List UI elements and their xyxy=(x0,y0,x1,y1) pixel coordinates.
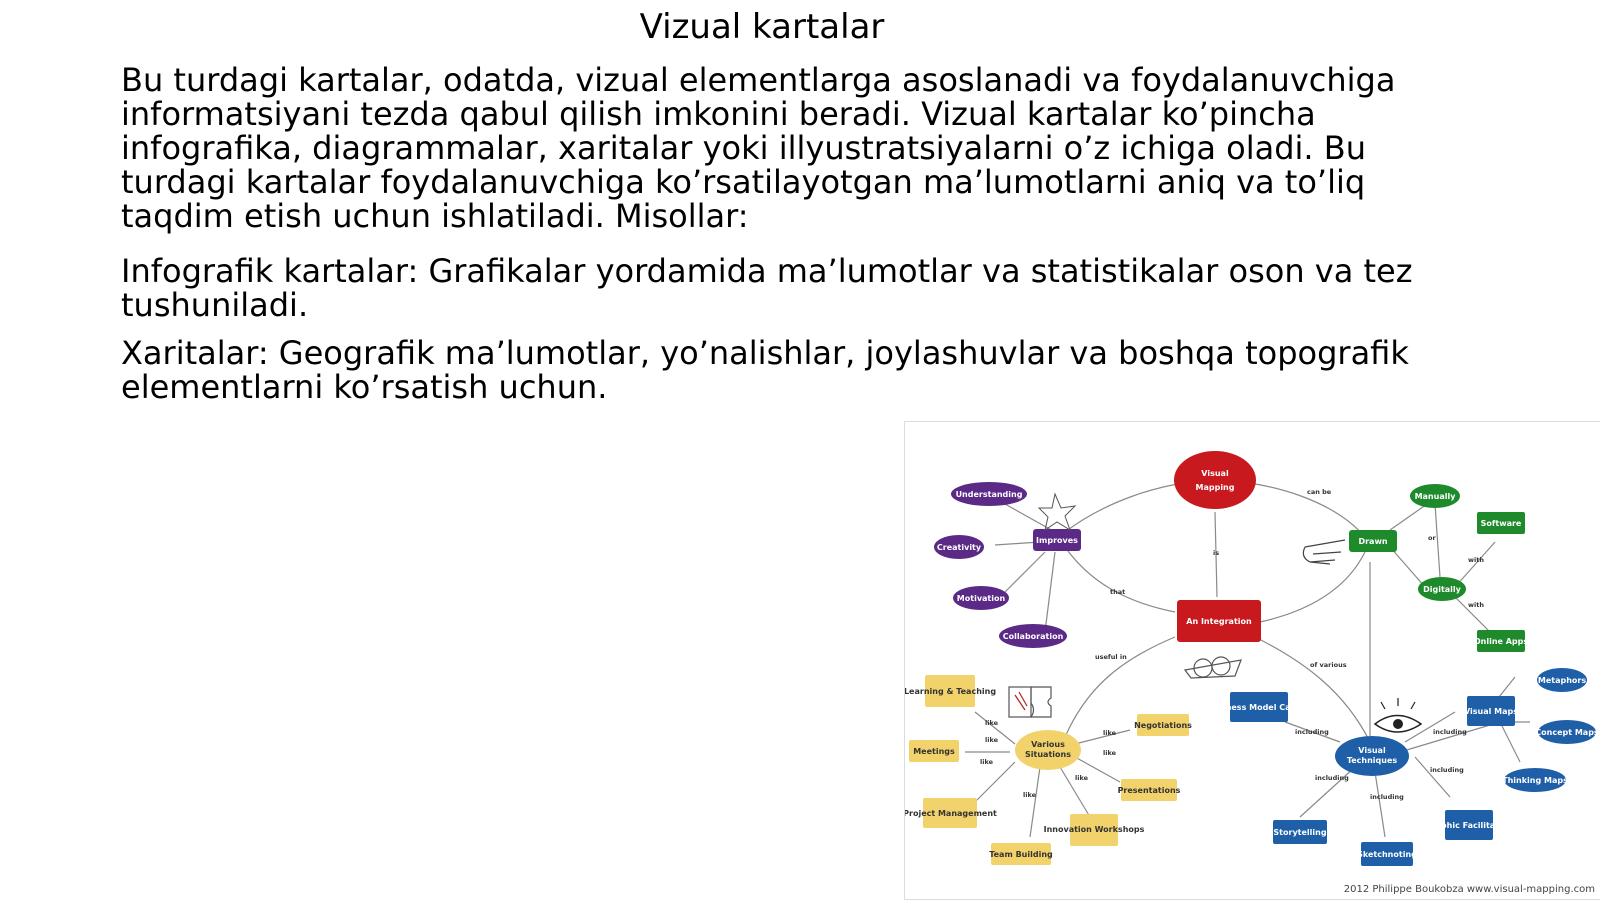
star-doodle-icon xyxy=(1037,492,1077,532)
svg-text:Business Model Canvas: Business Model Canvas xyxy=(1206,703,1311,712)
negotiations-node: Negotiations xyxy=(1134,714,1192,736)
link-labels: can be is or with with that useful in of… xyxy=(980,488,1484,801)
svg-text:Presentations: Presentations xyxy=(1118,786,1181,795)
business-model-canvas-node: Business Model Canvas xyxy=(1206,692,1312,722)
svg-text:Graphic Facilitation: Graphic Facilitation xyxy=(1425,821,1513,830)
svg-text:Sketchnoting: Sketchnoting xyxy=(1357,850,1417,859)
graphic-facilitation-node: Graphic Facilitation xyxy=(1425,810,1513,840)
svg-text:Thinking Maps: Thinking Maps xyxy=(1502,776,1568,785)
learning-teaching-node: Learning & Teaching xyxy=(905,675,996,707)
improves-node: Improves xyxy=(1033,529,1081,551)
link-label-like-2: like xyxy=(985,736,999,744)
svg-text:Metaphors: Metaphors xyxy=(1538,676,1586,685)
svg-text:Digitally: Digitally xyxy=(1423,585,1462,594)
svg-text:Drawn: Drawn xyxy=(1358,537,1387,546)
drawn-node: Drawn xyxy=(1349,530,1397,552)
integration-node: An Integration xyxy=(1177,600,1261,642)
visual-mapping-node: Visual Mapping xyxy=(1174,451,1256,509)
metaphors-node: Metaphors xyxy=(1537,668,1587,692)
link-label-or: or xyxy=(1428,534,1436,542)
link-label-including-5: including xyxy=(1370,793,1404,801)
team-building-node: Team Building xyxy=(989,843,1053,865)
link-label-is: is xyxy=(1213,549,1219,557)
mind-map-diagram: can be is or with with that useful in of… xyxy=(905,451,1599,895)
software-node: Software xyxy=(1477,512,1525,534)
svg-text:Collaboration: Collaboration xyxy=(1003,632,1064,641)
svg-text:Visual: Visual xyxy=(1201,469,1229,478)
link-label-can-be: can be xyxy=(1307,488,1332,496)
understanding-node: Understanding xyxy=(951,482,1027,506)
link-label-like-5: like xyxy=(1075,774,1089,782)
svg-text:Software: Software xyxy=(1481,519,1522,528)
svg-text:Various: Various xyxy=(1031,740,1065,749)
visual-maps-node: Visual Maps xyxy=(1464,696,1518,726)
collaboration-node: Collaboration xyxy=(999,624,1067,648)
link-label-useful-in: useful in xyxy=(1095,653,1127,661)
project-management-node: Project Management xyxy=(905,798,997,828)
presentations-node: Presentations xyxy=(1118,779,1181,801)
link-label-with-1: with xyxy=(1468,556,1484,564)
link-label-that: that xyxy=(1110,588,1125,596)
svg-text:Understanding: Understanding xyxy=(956,490,1023,499)
svg-text:Improves: Improves xyxy=(1036,536,1078,545)
intro-paragraph: Bu turdagi kartalar, odatda, vizual elem… xyxy=(121,61,1396,235)
chain-doodle-icon xyxy=(1183,656,1242,679)
meetings-node: Meetings xyxy=(909,740,959,762)
svg-text:Creativity: Creativity xyxy=(937,543,982,552)
svg-text:Techniques: Techniques xyxy=(1347,756,1398,765)
manually-node: Manually xyxy=(1410,484,1460,508)
link-label-like-4: like xyxy=(1023,791,1037,799)
link-label-including-4: including xyxy=(1315,774,1349,782)
pointing-hand-icon xyxy=(1302,539,1346,565)
image-credit: 2012 Philippe Boukobza www.visual-mappin… xyxy=(1344,884,1595,895)
svg-text:Project Management: Project Management xyxy=(905,809,997,818)
digitally-node: Digitally xyxy=(1418,577,1466,601)
puzzle-doodle-icon xyxy=(1008,686,1052,718)
eye-icon xyxy=(1373,698,1423,733)
svg-text:Team Building: Team Building xyxy=(989,850,1053,859)
svg-text:Manually: Manually xyxy=(1415,492,1457,501)
svg-text:Storytelling: Storytelling xyxy=(1273,828,1326,837)
link-label-like-6: like xyxy=(1103,749,1117,757)
creativity-node: Creativity xyxy=(934,535,984,559)
link-label-like-3: like xyxy=(980,758,994,766)
svg-text:Visual Maps: Visual Maps xyxy=(1464,707,1518,716)
innovation-workshops-node: Innovation Workshops xyxy=(1044,814,1145,846)
link-label-including-3: including xyxy=(1430,766,1464,774)
concept-maps-node: Concept Maps xyxy=(1535,720,1599,744)
link-label-including-1: including xyxy=(1295,728,1329,736)
svg-text:An Integration: An Integration xyxy=(1186,617,1252,626)
svg-text:Negotiations: Negotiations xyxy=(1134,721,1192,730)
motivation-node: Motivation xyxy=(953,586,1009,610)
svg-text:Concept Maps: Concept Maps xyxy=(1535,728,1599,737)
thinking-maps-node: Thinking Maps xyxy=(1502,768,1568,792)
link-label-of-various: of various xyxy=(1310,661,1347,669)
visual-techniques-node: Visual Techniques xyxy=(1335,736,1409,776)
svg-text:Online Apps: Online Apps xyxy=(1474,637,1529,646)
maps-paragraph: Xaritalar: Geografik ma’lumotlar, yo’nal… xyxy=(121,334,1409,406)
storytelling-node: Storytelling xyxy=(1273,820,1327,844)
slide-title: Vizual kartalar xyxy=(639,7,885,47)
svg-text:Meetings: Meetings xyxy=(913,747,955,756)
svg-text:Mapping: Mapping xyxy=(1196,483,1235,492)
svg-text:Visual: Visual xyxy=(1358,746,1386,755)
infographic-paragraph: Infografik kartalar: Grafikalar yordamid… xyxy=(121,252,1413,324)
svg-text:Learning & Teaching: Learning & Teaching xyxy=(905,687,996,696)
various-situations-node: Various Situations xyxy=(1015,730,1081,770)
visual-mapping-image: can be is or with with that useful in of… xyxy=(904,421,1600,900)
link-label-including-2: including xyxy=(1433,728,1467,736)
sketchnoting-node: Sketchnoting xyxy=(1357,842,1417,866)
svg-text:Motivation: Motivation xyxy=(957,594,1006,603)
link-label-like-7: like xyxy=(1103,729,1117,737)
svg-text:Situations: Situations xyxy=(1025,750,1071,759)
online-apps-node: Online Apps xyxy=(1474,630,1529,652)
svg-text:Innovation Workshops: Innovation Workshops xyxy=(1044,825,1145,834)
link-label-with-2: with xyxy=(1468,601,1484,609)
link-label-like-1: like xyxy=(985,719,999,727)
